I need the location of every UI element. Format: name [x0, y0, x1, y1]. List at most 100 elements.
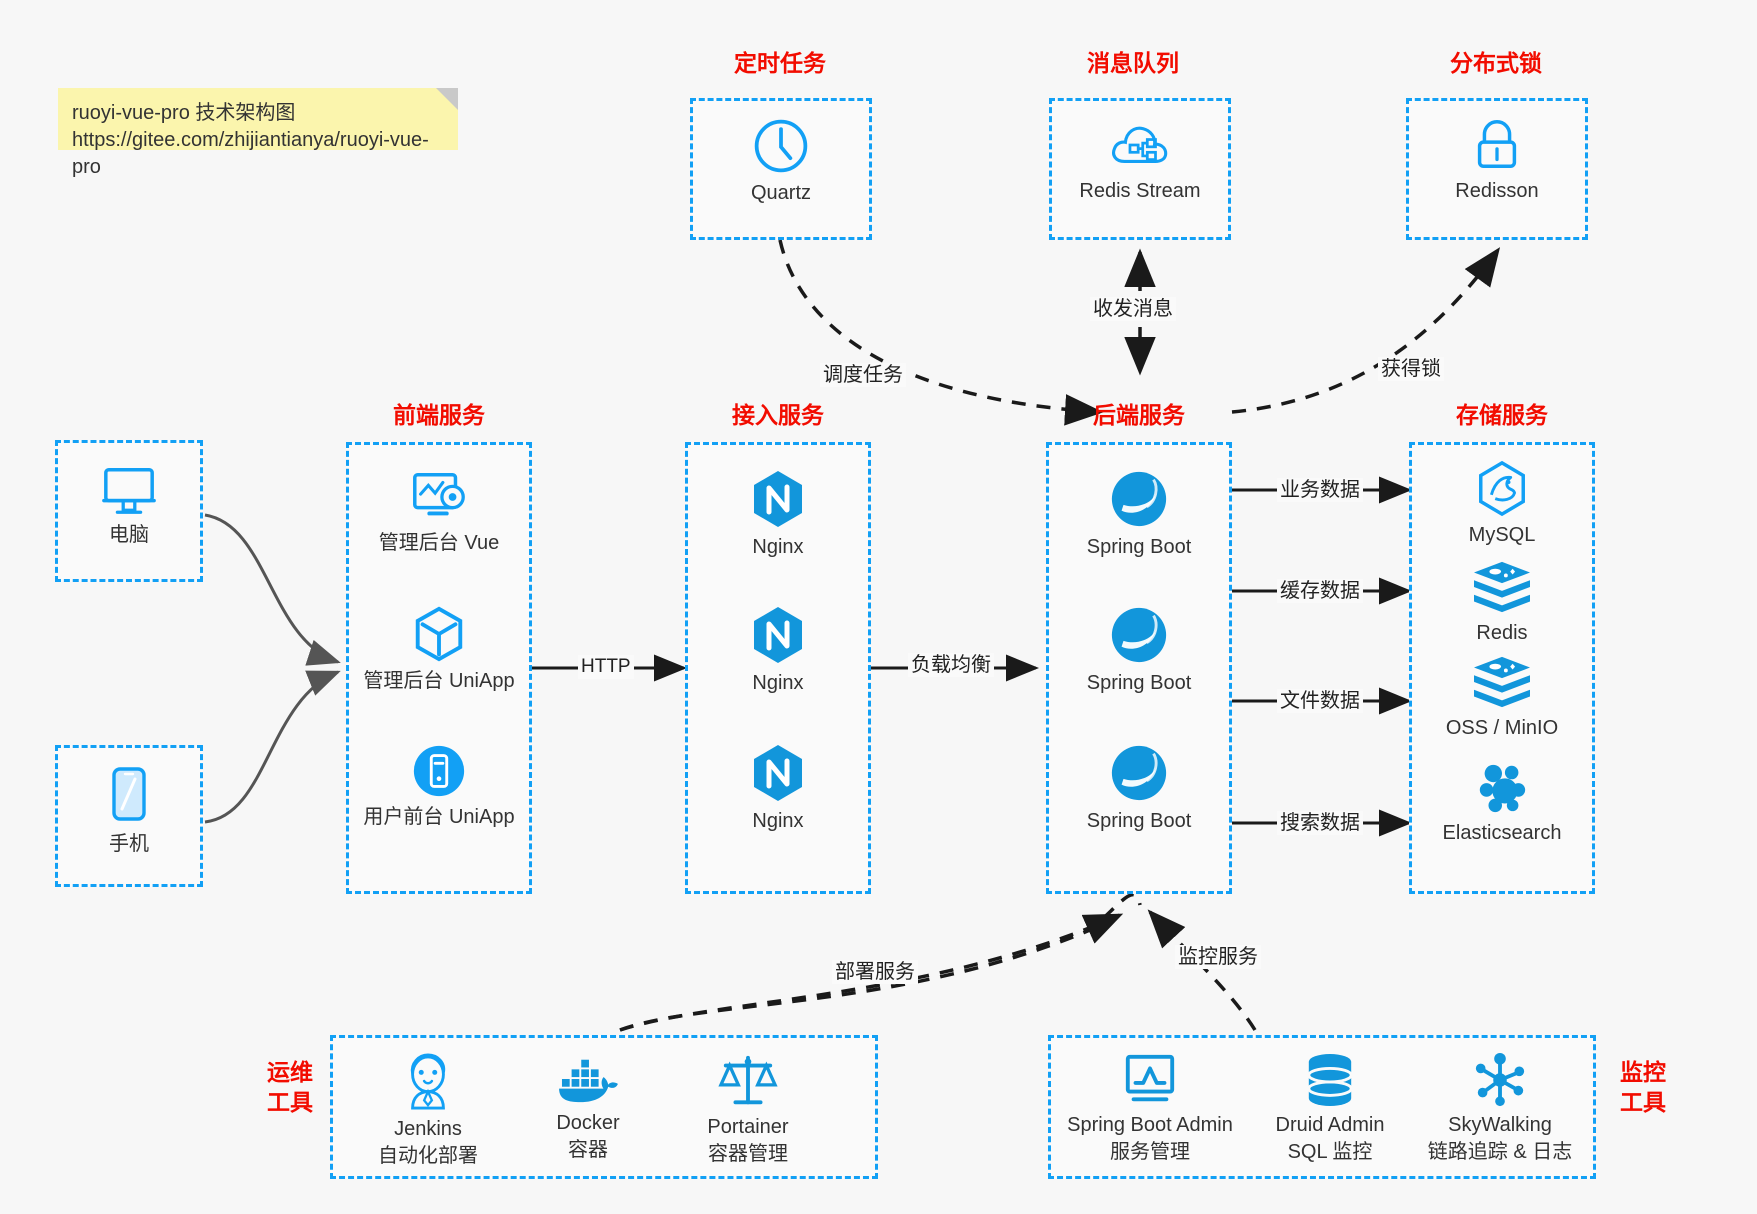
nginx-icon: [754, 471, 802, 527]
node-quartz[interactable]: Quartz: [690, 116, 872, 207]
node-label: Quartz: [750, 182, 812, 204]
skywalking-icon: [1475, 1052, 1525, 1107]
edge-label-deploy-service: 部署服务: [832, 960, 918, 984]
node-phone[interactable]: 手机: [55, 765, 203, 858]
monitor-chart-icon: [1125, 1054, 1175, 1102]
spring-boot-icon: [1111, 471, 1167, 527]
monitor-heading-line-1: 监控: [1620, 1059, 1666, 1085]
node-elasticsearch[interactable]: Elasticsearch: [1409, 760, 1595, 847]
edge-label-search-data: 搜索数据: [1277, 811, 1363, 835]
group-heading-scheduled-task: 定时任务: [734, 50, 826, 76]
node-user-uniapp[interactable]: 用户前台 UniApp: [346, 742, 532, 831]
node-desc: 自动化部署: [378, 1145, 478, 1167]
object-storage-icon: [1474, 656, 1530, 708]
node-spring-boot-admin[interactable]: Spring Boot Admin 服务管理: [1060, 1052, 1240, 1166]
spring-boot-icon: [1111, 745, 1167, 801]
mysql-icon: [1479, 460, 1525, 517]
node-docker[interactable]: Docker 容器: [508, 1052, 668, 1164]
node-druid-admin[interactable]: Druid Admin SQL 监控: [1250, 1052, 1410, 1166]
edge-label-send-receive-message: 收发消息: [1090, 297, 1176, 321]
edge-label-http: HTTP: [578, 655, 634, 679]
node-mysql[interactable]: MySQL: [1409, 460, 1595, 549]
docker-icon: [559, 1059, 618, 1103]
node-label: 手机: [109, 833, 149, 855]
node-label: 电脑: [109, 524, 149, 546]
node-label: MySQL: [1468, 524, 1536, 546]
lock-icon: [1477, 120, 1517, 169]
node-redis-stream[interactable]: Redis Stream: [1049, 116, 1231, 205]
group-heading-frontend-service: 前端服务: [393, 402, 485, 428]
node-label: Jenkins: [394, 1118, 462, 1140]
node-label: 管理后台 Vue: [378, 532, 500, 554]
node-spring-boot-1[interactable]: Spring Boot: [1046, 468, 1232, 561]
edge-label-load-balance: 负载均衡: [908, 653, 994, 677]
group-heading-message-queue: 消息队列: [1087, 50, 1179, 76]
node-nginx-2[interactable]: Nginx: [685, 604, 871, 697]
node-admin-vue[interactable]: 管理后台 Vue: [346, 468, 532, 557]
group-heading-backend-service: 后端服务: [1093, 402, 1185, 428]
group-heading-storage-service: 存储服务: [1456, 402, 1548, 428]
node-oss-minio[interactable]: OSS / MinIO: [1409, 655, 1595, 742]
database-icon: [1307, 1054, 1353, 1106]
group-box-distributed-lock: [1406, 98, 1588, 240]
node-desc: 服务管理: [1110, 1141, 1190, 1163]
nginx-icon: [754, 607, 802, 663]
edge-label-cache-data: 缓存数据: [1277, 579, 1363, 603]
node-label: 管理后台 UniApp: [363, 670, 515, 692]
clock-icon: [754, 119, 808, 173]
note-fold-corner: [436, 88, 458, 110]
elasticsearch-icon: [1479, 764, 1526, 813]
node-label: 用户前台 UniApp: [363, 806, 515, 828]
node-admin-uniapp[interactable]: 管理后台 UniApp: [346, 604, 532, 695]
edge-label-file-data: 文件数据: [1277, 689, 1363, 713]
node-label: Spring Boot: [1086, 810, 1192, 832]
node-label: Redis Stream: [1079, 180, 1201, 202]
node-nginx-3[interactable]: Nginx: [685, 742, 871, 835]
nginx-icon: [754, 745, 802, 801]
uniapp-cube-icon: [415, 606, 463, 662]
jenkins-icon: [410, 1053, 446, 1110]
group-box-message-queue: [1049, 98, 1231, 240]
edge-label-schedule-task: 调度任务: [820, 363, 906, 387]
desktop-icon: [102, 467, 156, 514]
node-desc: 链路追踪 & 日志: [1427, 1141, 1573, 1163]
node-label: Nginx: [752, 672, 804, 694]
spring-boot-icon: [1111, 607, 1167, 663]
group-heading-gateway-service: 接入服务: [732, 402, 824, 428]
node-spring-boot-3[interactable]: Spring Boot: [1046, 742, 1232, 835]
edge-label-business-data: 业务数据: [1277, 478, 1363, 502]
node-desc: 容器: [568, 1139, 608, 1161]
node-label: SkyWalking: [1448, 1114, 1552, 1136]
edge-label-monitor-service: 监控服务: [1175, 945, 1261, 969]
node-label: OSS / MinIO: [1445, 717, 1559, 739]
node-label: Nginx: [752, 810, 804, 832]
node-desc: SQL 监控: [1287, 1141, 1373, 1163]
node-redisson[interactable]: Redisson: [1406, 116, 1588, 205]
note-line-1: ruoyi-vue-pro 技术架构图: [72, 102, 296, 124]
monitor-heading-line-2: 工具: [1620, 1089, 1666, 1115]
node-label: Redis: [1476, 622, 1528, 644]
ops-heading-line-1: 运维: [267, 1059, 313, 1085]
scales-icon: [718, 1055, 778, 1105]
title-note: ruoyi-vue-pro 技术架构图 https://gitee.com/zh…: [58, 88, 458, 178]
node-jenkins[interactable]: Jenkins 自动化部署: [348, 1052, 508, 1170]
mobile-phone-icon: [112, 767, 146, 821]
node-label: Elasticsearch: [1442, 822, 1562, 844]
node-skywalking[interactable]: SkyWalking 链路追踪 & 日志: [1410, 1052, 1590, 1166]
node-computer[interactable]: 电脑: [55, 462, 203, 549]
node-label: Spring Boot: [1086, 672, 1192, 694]
group-heading-ops-tools: 运维 工具: [255, 1057, 325, 1117]
redis-icon: [1474, 561, 1530, 613]
node-spring-boot-2[interactable]: Spring Boot: [1046, 604, 1232, 697]
note-line-2: https://gitee.com/zhijiantianya/ruoyi-vu…: [72, 129, 429, 178]
admin-dashboard-icon: [413, 472, 465, 516]
node-portainer[interactable]: Portainer 容器管理: [668, 1052, 828, 1168]
node-nginx-1[interactable]: Nginx: [685, 468, 871, 561]
edge-label-acquire-lock: 获得锁: [1378, 357, 1444, 381]
group-box-frontend-service: [346, 442, 532, 894]
node-label: Spring Boot Admin: [1067, 1114, 1233, 1136]
node-label: Druid Admin: [1275, 1114, 1385, 1136]
group-heading-monitor-tools: 监控 工具: [1608, 1057, 1678, 1117]
node-redis[interactable]: Redis: [1409, 560, 1595, 647]
